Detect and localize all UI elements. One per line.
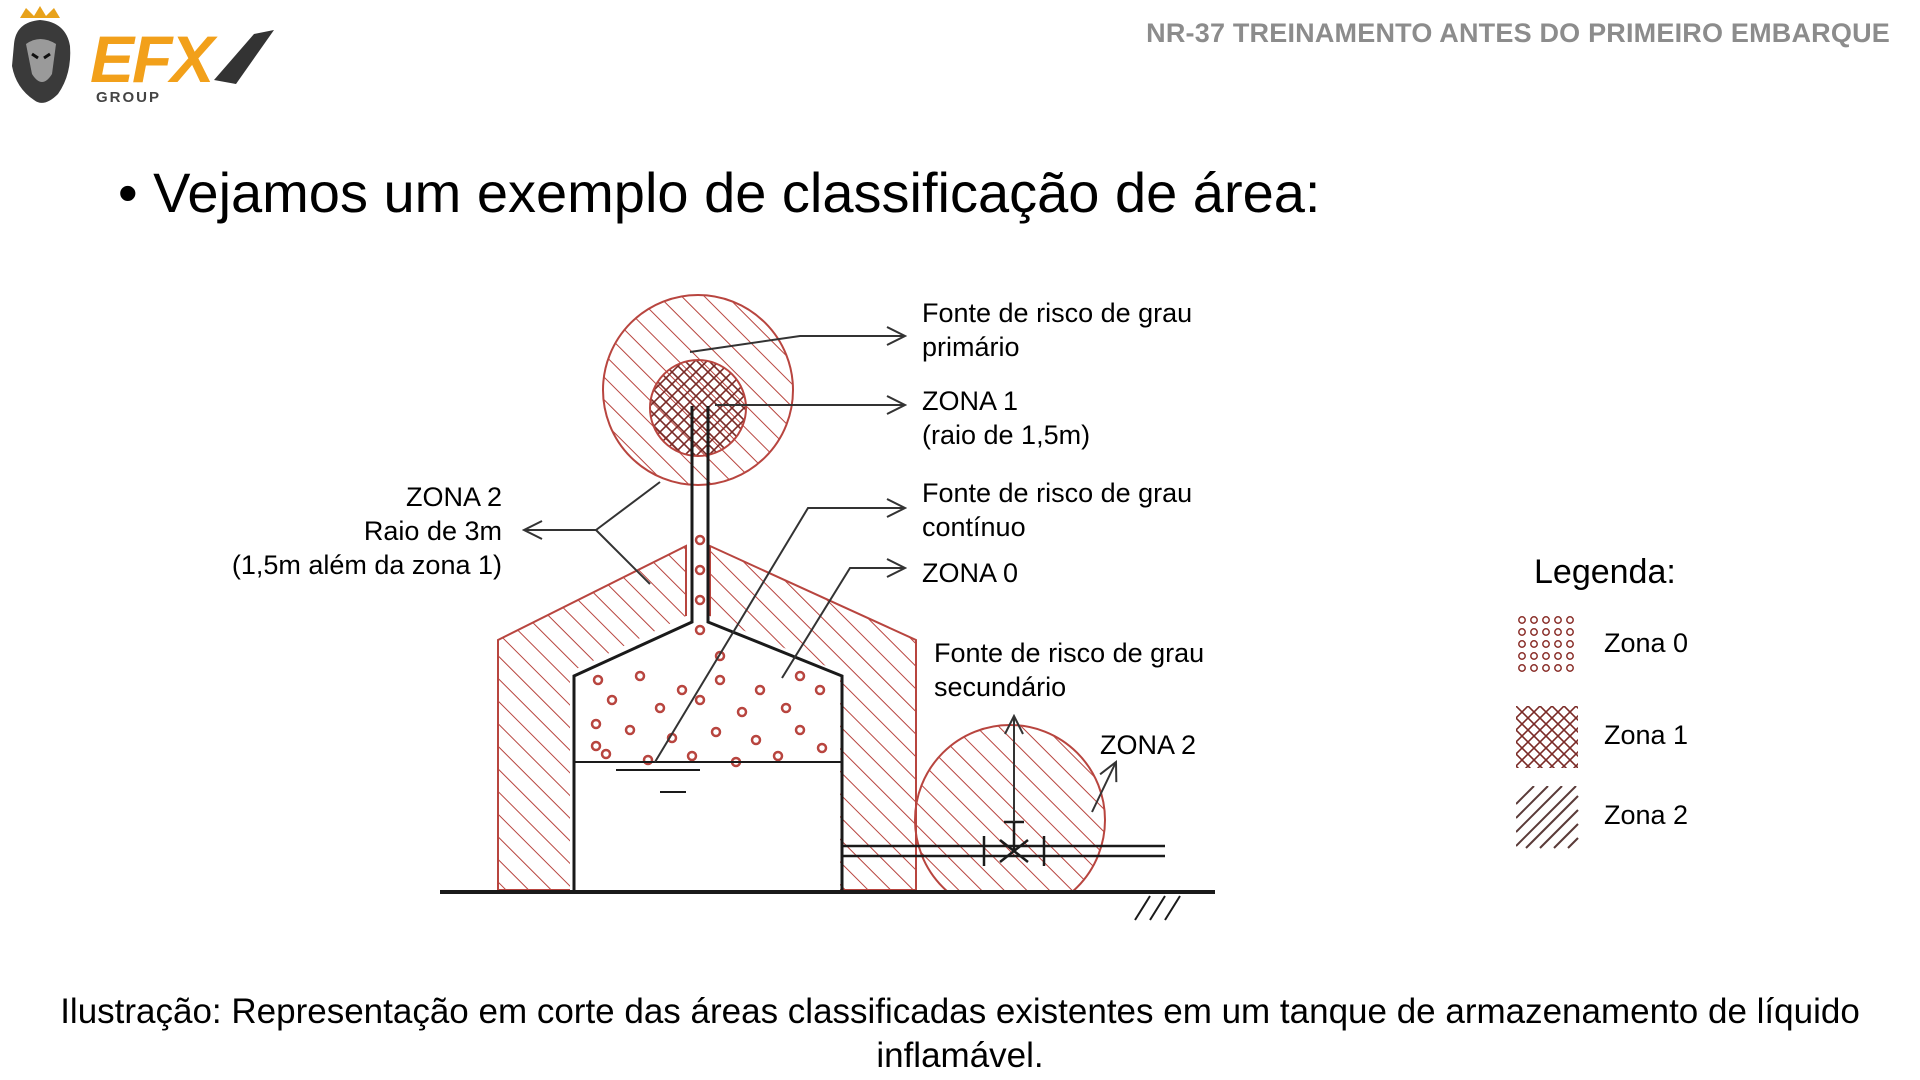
efx-group-logo: EFX GROUP bbox=[12, 6, 274, 106]
pipe-valve bbox=[842, 820, 1165, 866]
zone0-dots bbox=[590, 534, 828, 768]
hatch-pattern-icon bbox=[1516, 786, 1579, 849]
legend-title: Legenda: bbox=[1534, 553, 1676, 591]
label-zone2-left: ZONA 2 Raio de 3m (1,5m além da zona 1) bbox=[231, 482, 502, 580]
legend-label: Zona 0 bbox=[1604, 628, 1689, 658]
zone2-valve-circle bbox=[914, 724, 1106, 890]
label-continuous-source: Fonte de risco de grau contínuo bbox=[922, 478, 1193, 542]
tank-outline bbox=[440, 406, 1215, 921]
figure-caption: Ilustração: Representação em corte das á… bbox=[20, 990, 1900, 1078]
lion-logo-icon bbox=[12, 6, 71, 103]
label-zone0: ZONA 0 bbox=[922, 558, 1019, 588]
header-title: NR-37 TREINAMENTO ANTES DO PRIMEIRO EMBA… bbox=[1146, 18, 1890, 48]
caption-line-2: inflamável. bbox=[876, 1036, 1044, 1075]
slide-bullet: • Vejamos um exemplo de classificação de… bbox=[118, 161, 1321, 224]
label-zone2-right: ZONA 2 bbox=[1100, 730, 1197, 760]
legend-label: Zona 1 bbox=[1604, 720, 1689, 750]
label-zone1: ZONA 1 (raio de 1,5m) bbox=[922, 386, 1091, 450]
crosshatch-pattern-icon bbox=[1516, 706, 1578, 768]
label-secondary-source: Fonte de risco de grau secundário bbox=[934, 638, 1205, 702]
legend-label: Zona 2 bbox=[1604, 800, 1689, 830]
caption-line-1: Ilustração: Representação em corte das á… bbox=[60, 992, 1860, 1031]
logo-subtext: GROUP bbox=[96, 89, 161, 106]
dots-pattern-icon bbox=[1516, 614, 1578, 676]
logo-text: EFX bbox=[90, 22, 218, 96]
label-primary-source: Fonte de risco de grau primário bbox=[922, 298, 1193, 362]
zone1-circle bbox=[649, 359, 747, 457]
leader-lines bbox=[524, 336, 1116, 822]
